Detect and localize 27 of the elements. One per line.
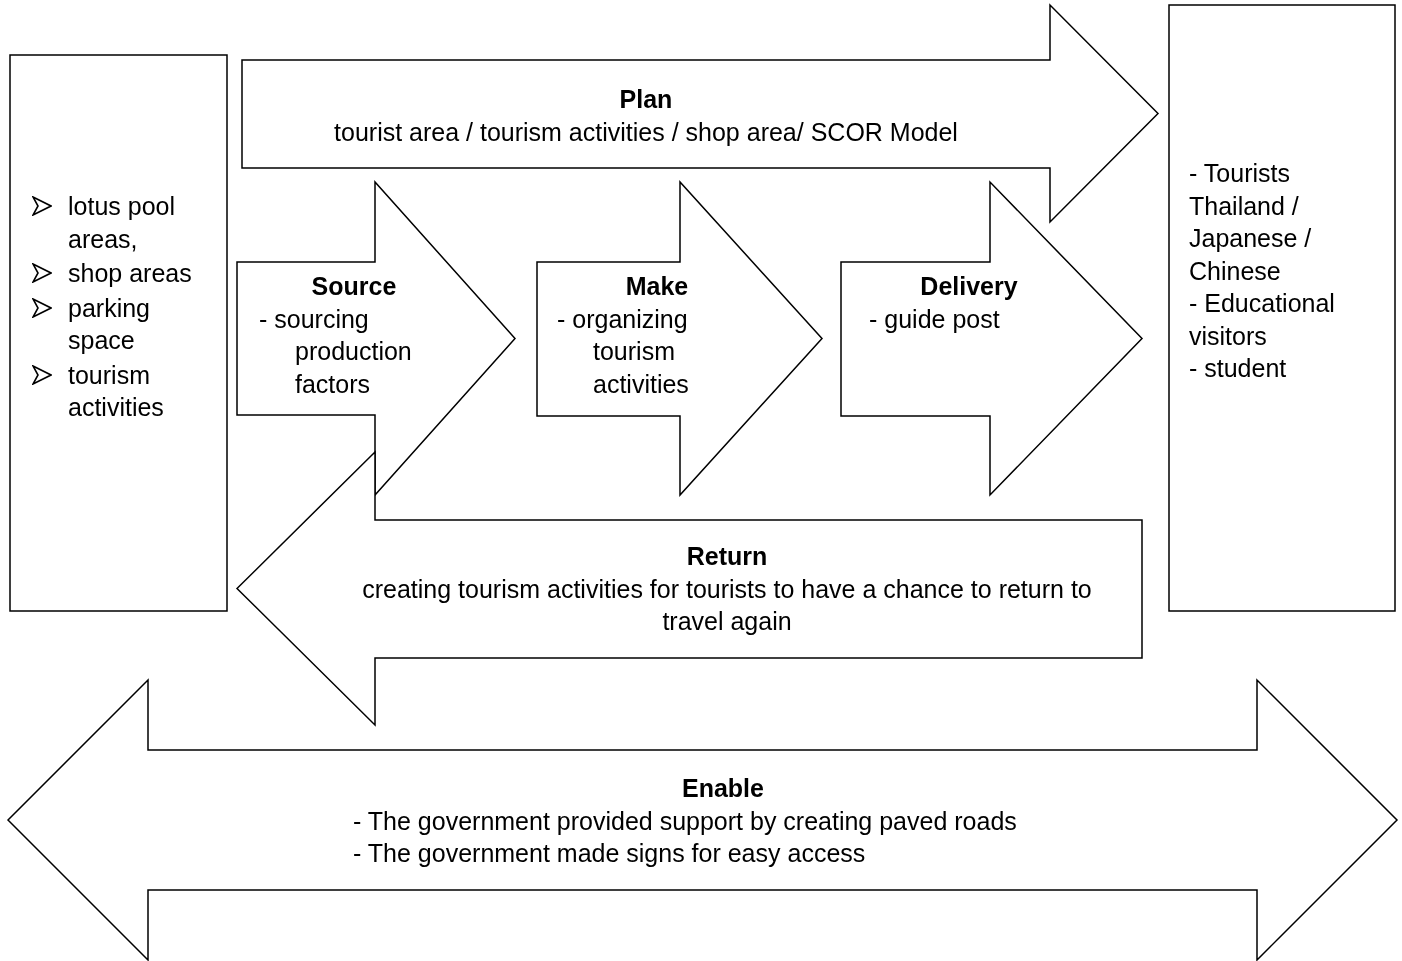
process-step-shape [242,5,1158,222]
heading: Plan [619,84,673,115]
list-item: tourism activities [68,359,165,423]
heading: Make [625,271,689,302]
heading: Enable [682,773,764,804]
list-item: Thailand / Japanese / Chinese [1189,190,1313,287]
list-item: - The government provided support by creating paved roads [353,805,1018,837]
list-item: - The government made signs for easy access [353,838,867,869]
list-item: - sourcing production factors [259,303,413,400]
heading: Source [311,271,397,302]
list-item: - guide post [869,303,1001,335]
description: creating tourism activities for tourists to have a chance to return to travel again [361,573,1093,637]
heading: Return [686,541,768,572]
list-item: - student [1189,353,1288,384]
text-box [10,55,227,611]
process-step-shape [537,182,822,495]
text-box [1169,5,1395,611]
list-item: - Educational visitors [1189,288,1336,352]
description: tourist area / tourism activities / shop area/ SCOR Model [334,116,958,148]
process-step-shape [841,182,1142,495]
process-step-shape [237,452,1142,725]
process-band-shape [8,680,1397,960]
process-step-shape [237,182,515,495]
list-item: - Tourists [1189,158,1291,189]
list-item: - organizing tourism activities [557,303,690,400]
list-item: shop areas [68,258,192,289]
heading: Delivery [920,271,1018,302]
